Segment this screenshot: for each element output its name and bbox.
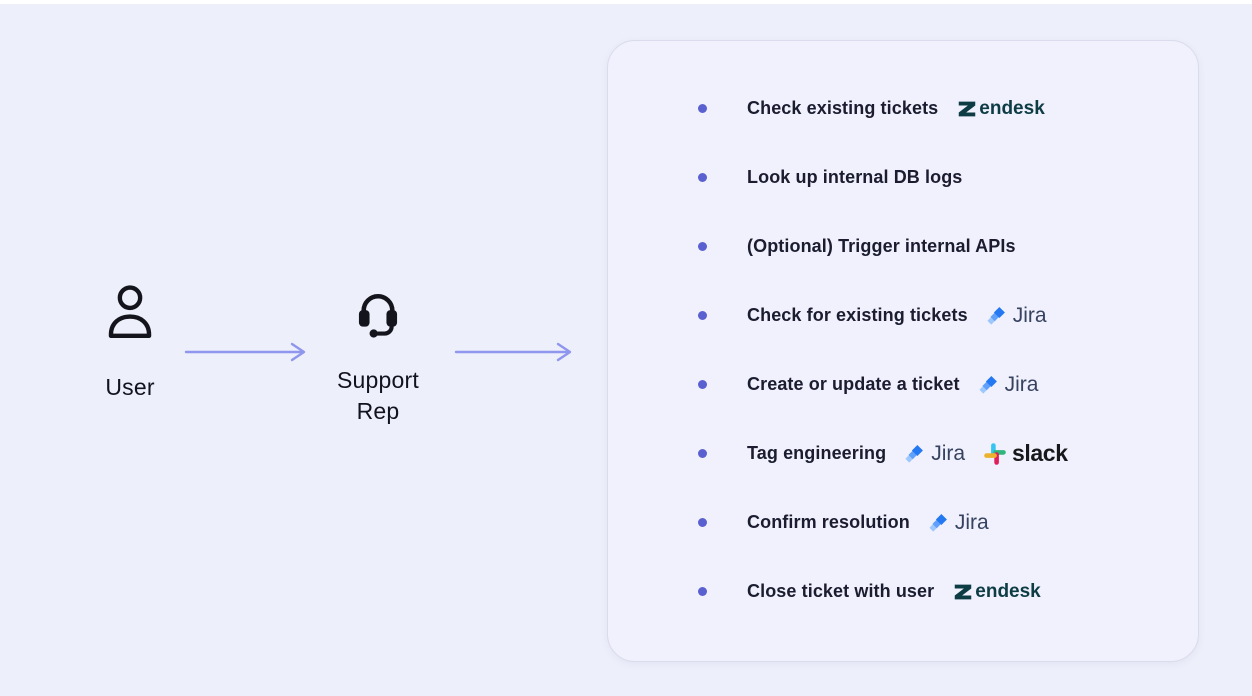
headset-icon <box>352 285 404 345</box>
list-item: Look up internal DB logs <box>608 143 1198 212</box>
bullet-icon <box>698 242 707 251</box>
tasks-panel: Check existing tickets endesk Look up in… <box>607 40 1199 662</box>
jira-mark-icon <box>978 376 997 394</box>
task-label: Close ticket with user <box>747 581 935 601</box>
zendesk-wordmark: endesk <box>979 97 1045 119</box>
zendesk-mark-icon <box>959 101 976 116</box>
node-support-rep-label: Support Rep <box>337 367 419 424</box>
bullet-icon <box>698 104 707 113</box>
zendesk-mark-icon <box>955 584 972 599</box>
top-edge <box>0 0 1252 4</box>
bullet-icon <box>698 518 707 527</box>
list-item: Check for existing tickets Jira <box>608 281 1198 350</box>
jira-logo: Jira <box>978 372 1039 397</box>
flow-arrow-1 <box>184 340 310 369</box>
task-list: Check existing tickets endesk Look up in… <box>608 41 1198 626</box>
task-label: Tag engineering <box>747 443 887 463</box>
jira-wordmark: Jira <box>931 441 966 465</box>
slack-mark-icon <box>984 442 1006 465</box>
jira-wordmark: Jira <box>1012 303 1047 327</box>
slack-logo: slack <box>983 440 1068 467</box>
bullet-icon <box>698 449 707 458</box>
node-support-rep: Support Rep <box>322 285 434 427</box>
zendesk-logo: endesk <box>956 97 1045 120</box>
list-item: Confirm resolution Jira <box>608 488 1198 557</box>
jira-mark-icon <box>987 307 1005 325</box>
list-item: Close ticket with user endesk <box>608 557 1198 626</box>
list-item: Tag engineering Jira slack <box>608 419 1198 488</box>
flow-arrow-2 <box>454 340 576 369</box>
task-label: Check for existing tickets <box>747 305 968 325</box>
task-label: Confirm resolution <box>747 512 910 532</box>
node-user: User <box>68 282 192 403</box>
zendesk-wordmark: endesk <box>975 580 1041 602</box>
bullet-icon <box>698 380 707 389</box>
task-label: Create or update a ticket <box>747 374 960 394</box>
task-label: (Optional) Trigger internal APIs <box>747 236 1016 256</box>
jira-logo: Jira <box>986 304 1047 328</box>
bullet-icon <box>698 311 707 320</box>
zendesk-logo: endesk <box>952 580 1041 603</box>
list-item: Create or update a ticket Jira <box>608 350 1198 419</box>
list-item: (Optional) Trigger internal APIs <box>608 212 1198 281</box>
jira-mark-icon <box>905 445 924 463</box>
node-user-label: User <box>105 374 155 400</box>
task-label: Look up internal DB logs <box>747 167 963 187</box>
list-item: Check existing tickets endesk <box>608 74 1198 143</box>
user-icon <box>105 282 155 345</box>
bullet-icon <box>698 587 707 596</box>
jira-wordmark: Jira <box>954 510 989 534</box>
slack-wordmark: slack <box>1012 440 1068 466</box>
jira-logo: Jira <box>928 511 989 535</box>
jira-mark-icon <box>929 514 947 532</box>
task-label: Check existing tickets <box>747 98 939 118</box>
jira-wordmark: Jira <box>1004 372 1039 396</box>
bullet-icon <box>698 173 707 182</box>
jira-logo: Jira <box>904 442 965 466</box>
